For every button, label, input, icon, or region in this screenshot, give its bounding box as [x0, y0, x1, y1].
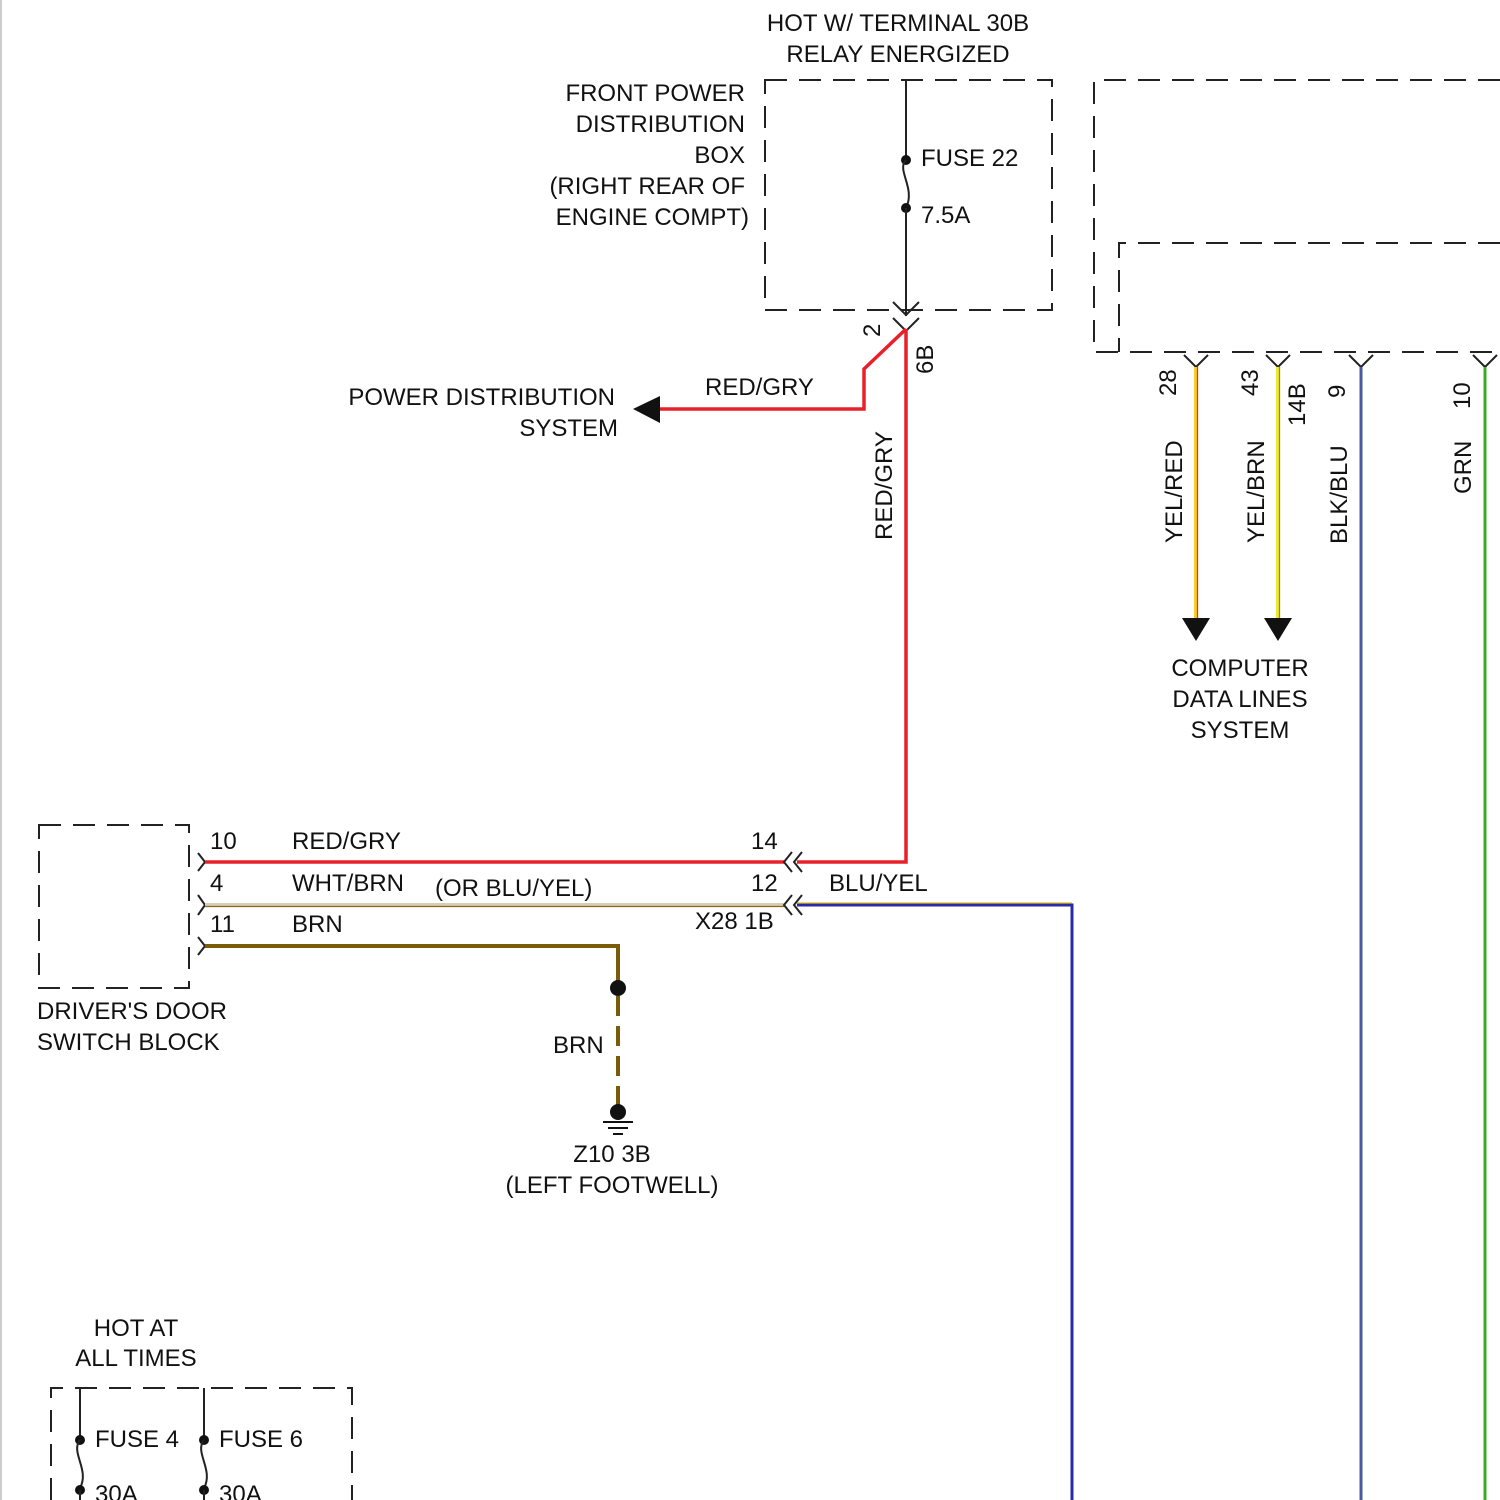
fuse22-rating-label: 7.5A — [921, 202, 970, 229]
wire-wht-brn-label: WHT/BRN — [292, 870, 404, 897]
front-box-label-line3: BOX — [694, 142, 745, 169]
wire-red-gry-v-label: RED/GRY — [871, 431, 898, 540]
wire-brn-ground-label: BRN — [553, 1032, 604, 1059]
ground-terminal-dot — [610, 1104, 626, 1120]
wire-blu-yel — [797, 905, 1072, 1500]
wire-brn-label: BRN — [292, 911, 343, 938]
x28-pin-14-label: 14 — [751, 828, 778, 855]
fuse6-name-label: FUSE 6 — [219, 1426, 303, 1453]
door-label-line1: DRIVER'S DOOR — [37, 998, 227, 1025]
connector-x28-label: X28 1B — [695, 908, 774, 935]
pds-label-line2: SYSTEM — [519, 415, 618, 442]
hot-relay-label-line2: RELAY ENERGIZED — [786, 41, 1009, 68]
door-pin-11-label: 11 — [210, 911, 235, 938]
door-pin-4-symbol — [198, 895, 205, 915]
ground-splice-dot — [610, 980, 626, 996]
pds-arrow-icon — [633, 396, 660, 423]
fuse22-name-label: FUSE 22 — [921, 145, 1018, 172]
cdl-label-line2: DATA LINES — [1172, 686, 1307, 713]
right-module-inner-box — [1119, 243, 1500, 352]
ground-icon — [603, 1122, 633, 1134]
front-box-label-line4: (RIGHT REAR OF — [549, 173, 745, 200]
fuse4-rating-label: 30A — [95, 1481, 138, 1500]
wire-red-gry-door-label: RED/GRY — [292, 828, 401, 855]
connector-9-symbol — [1349, 355, 1373, 367]
front-box-label-line5: ENGINE COMPT) — [556, 204, 749, 231]
door-pin-4-label: 4 — [210, 870, 223, 897]
yel-red-arrow-icon — [1182, 618, 1210, 641]
yel-brn-arrow-icon — [1264, 618, 1292, 641]
cdl-label-line1: COMPUTER — [1171, 655, 1308, 682]
hot-relay-label-line1: HOT W/ TERMINAL 30B — [767, 10, 1029, 37]
hot-all-label-line2: ALL TIMES — [75, 1345, 196, 1372]
door-label-line2: SWITCH BLOCK — [37, 1029, 220, 1056]
pin-10r-label: 10 — [1449, 382, 1476, 409]
ground-label-line2: (LEFT FOOTWELL) — [506, 1172, 719, 1199]
fuse22-element — [903, 160, 909, 208]
fuse6-element — [201, 1440, 207, 1488]
wire-yel-brn-label: YEL/BRN — [1243, 440, 1270, 543]
cdl-label-line3: SYSTEM — [1191, 717, 1290, 744]
pin-6b-label: 6B — [912, 345, 939, 374]
pin-9-label: 9 — [1324, 385, 1351, 398]
ground-label-line1: Z10 3B — [573, 1141, 650, 1168]
pds-label-line1: POWER DISTRIBUTION — [348, 384, 615, 411]
front-box-label-line2: DISTRIBUTION — [576, 111, 745, 138]
right-module-outer-box — [1094, 80, 1500, 352]
pin-43-label: 43 — [1237, 369, 1264, 396]
connector-28-symbol — [1184, 355, 1208, 367]
pin-14b-label: 14B — [1284, 383, 1311, 426]
door-pin-10-symbol — [198, 853, 205, 871]
pin-2-label: 2 — [859, 324, 886, 337]
fuse4-name-label: FUSE 4 — [95, 1426, 179, 1453]
wire-or-blu-yel-label: (OR BLU/YEL) — [435, 875, 592, 902]
x28-pin-12-label: 12 — [751, 870, 778, 897]
wire-blu-yel-label: BLU/YEL — [829, 870, 928, 897]
connector-10r-symbol — [1473, 355, 1497, 367]
connector-43-symbol — [1266, 355, 1290, 367]
door-pin-10-label: 10 — [210, 828, 237, 855]
drivers-door-switch-block — [39, 825, 189, 988]
fuse4-element — [77, 1440, 83, 1488]
wire-red-gry-h-label: RED/GRY — [705, 374, 814, 401]
wire-blk-blu-label: BLK/BLU — [1326, 445, 1353, 544]
wire-brn — [205, 946, 618, 988]
pin-28-label: 28 — [1155, 369, 1182, 396]
wire-grn-label: GRN — [1450, 441, 1477, 494]
front-box-label-line1: FRONT POWER — [565, 80, 745, 107]
hot-all-label-line1: HOT AT — [94, 1315, 179, 1342]
wire-yel-red-label: YEL/RED — [1161, 440, 1188, 543]
fuse6-rating-label: 30A — [219, 1481, 262, 1500]
door-pin-11-symbol — [198, 937, 205, 955]
